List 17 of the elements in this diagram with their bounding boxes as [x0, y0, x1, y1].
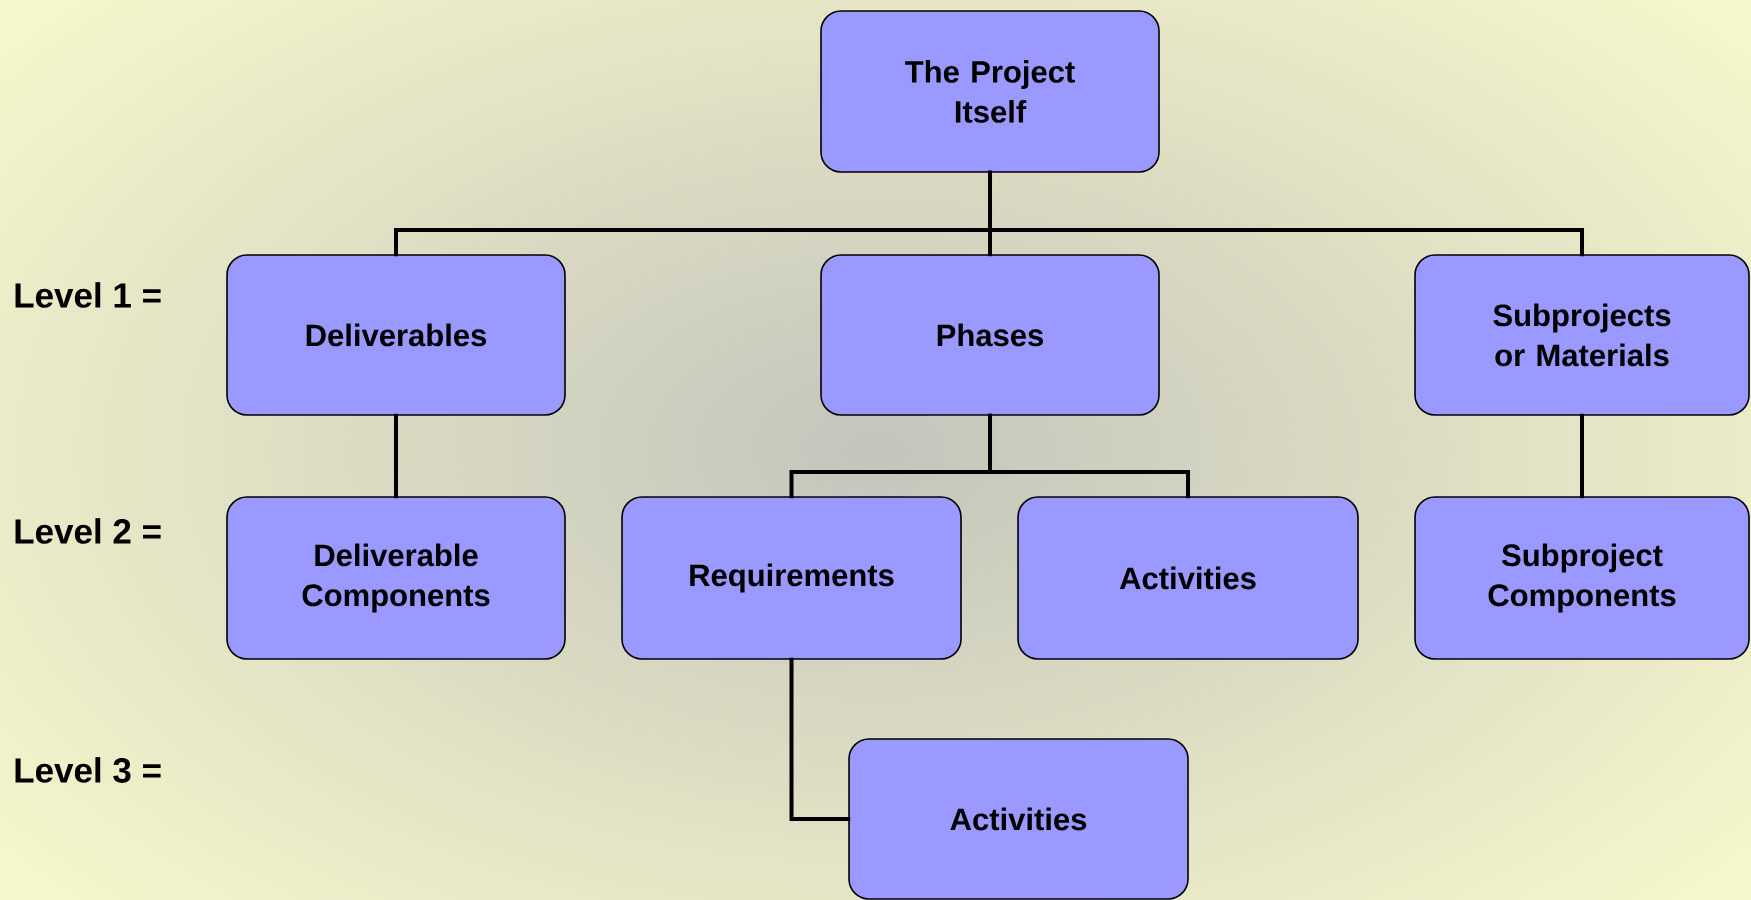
process-box: Phases — [820, 254, 1160, 416]
connector-line — [394, 413, 398, 499]
level-label: Level 1 = — [15, 282, 161, 308]
process-box: Subprojects or Materials — [1414, 254, 1750, 416]
process-box: Activities — [1017, 496, 1359, 660]
process-box: The Project Itself — [820, 10, 1160, 173]
process-box: Activities — [848, 738, 1189, 900]
connector-line — [988, 170, 1584, 257]
process-box: Deliverable Components — [226, 496, 566, 660]
level-label: Level 2 = — [15, 518, 161, 544]
process-box: Deliverables — [226, 254, 566, 416]
connector-line — [1580, 413, 1584, 499]
connector-line — [789, 657, 851, 821]
process-box: Subproject Components — [1414, 496, 1750, 660]
level-label: Level 3 = — [15, 757, 161, 783]
connector-line — [988, 413, 1190, 499]
process-box: Requirements — [621, 496, 962, 660]
